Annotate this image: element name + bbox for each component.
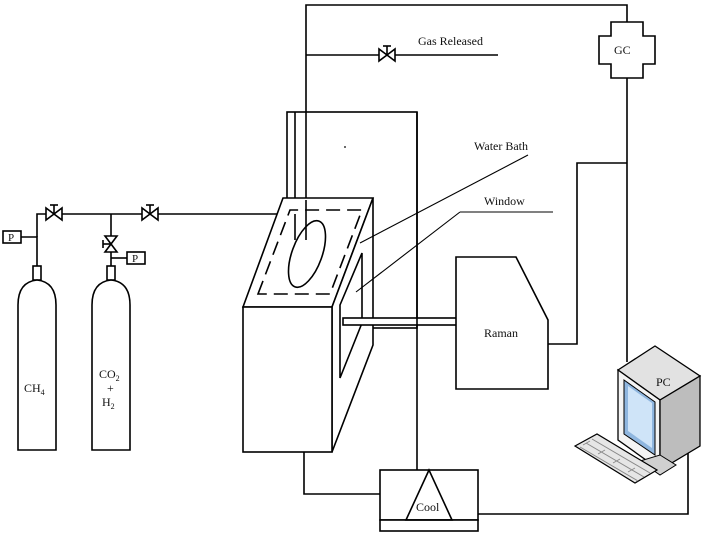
pressure-gauge-2-label: P	[132, 253, 138, 265]
co2-label: CO2	[99, 367, 120, 383]
pressure-gauge-1-label: P	[8, 232, 14, 244]
water-bath-label: Water Bath	[474, 139, 528, 153]
gas-supply-piping	[21, 213, 295, 266]
vent-piping	[305, 4, 628, 112]
raman-probe	[342, 317, 459, 326]
cool-label: Cool	[416, 500, 440, 514]
pc-monitor	[616, 345, 702, 476]
gc-signal-lines	[548, 78, 628, 362]
cooler-unit	[379, 468, 479, 532]
gas-released-label: Gas Released	[418, 34, 483, 48]
window-leader	[355, 211, 461, 293]
cooling-lines	[303, 112, 689, 515]
gc-label: GC	[614, 43, 631, 57]
h2-label: H2	[102, 395, 115, 411]
valve-icon	[141, 204, 159, 222]
window-label: Window	[484, 194, 525, 208]
valve-icon	[378, 45, 396, 63]
valve-icon	[45, 204, 63, 222]
valve-icon	[102, 235, 119, 253]
co2-h2-cylinder	[91, 265, 131, 451]
dot-mark	[344, 146, 346, 148]
pc-label: PC	[656, 375, 671, 389]
keyboard-icon	[573, 433, 659, 484]
ch4-cylinder	[17, 265, 57, 451]
raman-spectrometer	[455, 256, 549, 390]
plus-label: +	[107, 381, 114, 395]
raman-label: Raman	[484, 326, 518, 340]
ch4-label: CH4	[24, 381, 45, 397]
water-bath-leader	[359, 154, 529, 244]
gc-unit	[598, 21, 656, 79]
